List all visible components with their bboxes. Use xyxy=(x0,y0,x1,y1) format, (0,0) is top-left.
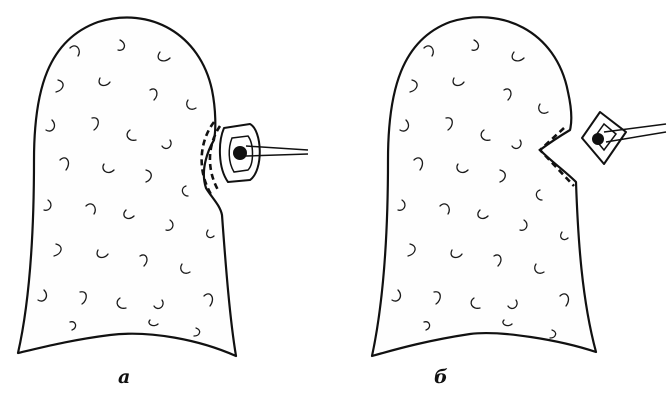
panel-a-instrument xyxy=(220,124,308,182)
panel-a-label: a xyxy=(118,366,130,388)
panel-b-diagram xyxy=(372,17,666,356)
panel-b-instrument-tip xyxy=(592,133,604,145)
panel-a-tissue-outline xyxy=(18,18,236,356)
panel-b-tissue-outline xyxy=(372,17,596,356)
panel-a-diagram xyxy=(18,18,308,356)
panel-b-instrument xyxy=(582,112,666,164)
panel-b-excised-fragment xyxy=(582,112,626,164)
panel-a-instrument-tip xyxy=(233,146,247,160)
panel-b-label: б xyxy=(434,366,448,388)
